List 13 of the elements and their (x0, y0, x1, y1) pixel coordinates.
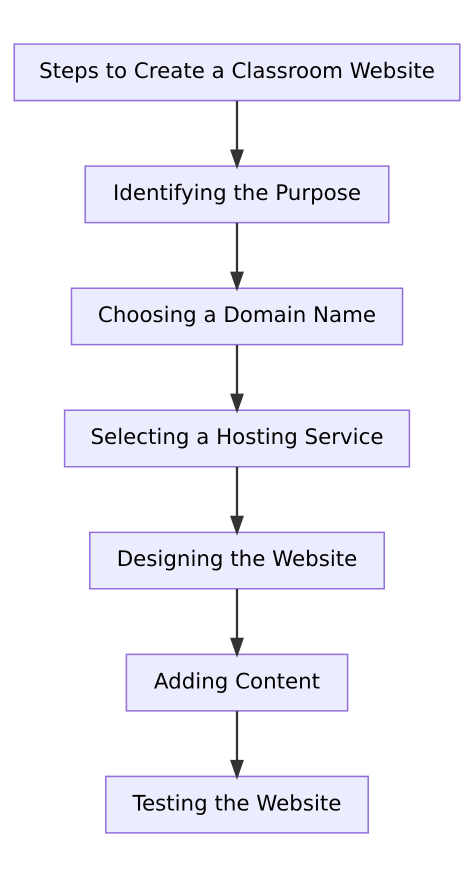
arrow (230, 100, 244, 170)
arrow (230, 589, 244, 658)
node-box: Testing the Website (105, 776, 369, 834)
arrow (230, 222, 244, 292)
node-box: Identifying the Purpose (84, 165, 390, 224)
node-box: Selecting a Hosting Service (64, 410, 410, 468)
node-box: Designing the Website (89, 532, 385, 590)
arrow (230, 711, 244, 780)
node-box: Choosing a Domain Name (70, 287, 404, 346)
node-box: Steps to Create a Classroom Website (13, 43, 461, 102)
arrow (230, 344, 244, 414)
arrow (230, 467, 244, 536)
node-box: Adding Content (126, 654, 348, 712)
